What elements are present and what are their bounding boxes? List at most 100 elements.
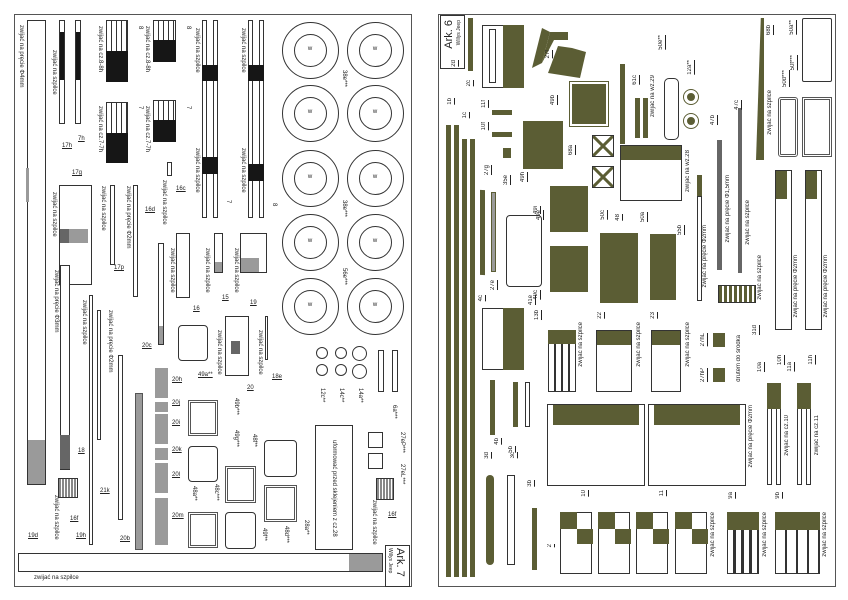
label: 56e*** [341, 268, 347, 286]
label: zwijać na szpilce [240, 28, 246, 73]
label: 10a [757, 362, 763, 373]
part-50f [802, 97, 832, 157]
part-27f [532, 28, 586, 78]
part-2-band [692, 529, 708, 544]
label: 14a** [357, 388, 363, 403]
part-48-band [621, 146, 681, 160]
label: 27eP*** [399, 432, 405, 454]
sheet-title: Ark. 7 [394, 548, 406, 577]
part-50e [664, 78, 679, 140]
label: zwijać na szpilce [745, 200, 751, 245]
part-3b [532, 508, 537, 570]
label: 55b [677, 225, 683, 236]
wheel-mark: w [307, 238, 313, 244]
label: 20j [172, 400, 181, 406]
label: 19 [250, 300, 257, 306]
label: zwijać na szpilce [100, 186, 106, 231]
label: zwijać na cz.7-7h [97, 106, 103, 153]
part-49i [550, 186, 588, 232]
label: zwijać na szpilce [762, 512, 768, 557]
part-1b [446, 125, 451, 577]
label: 68a [568, 145, 574, 156]
part-48f [264, 440, 297, 477]
label: 15 [222, 295, 229, 301]
label: 48a** [191, 486, 197, 501]
label: zwijać na szpilce [194, 28, 200, 73]
part-8-band [106, 51, 128, 82]
label: zwijać na szpilce [767, 90, 773, 135]
label: 12a** [687, 60, 693, 75]
label: 49c [533, 290, 539, 300]
label: 10f [481, 122, 487, 131]
label: zwijać na pręcie Φ1,5mm [725, 175, 731, 243]
part-16d [133, 185, 138, 297]
label: zwijać na szpilce [822, 512, 828, 557]
part-50a [650, 234, 676, 300]
label: zwijać na cz.7-7h [144, 106, 150, 153]
label: 31d [752, 325, 758, 336]
part-20-glue [231, 341, 240, 354]
wheel-mark: w [372, 174, 378, 180]
label: 49b [550, 95, 556, 106]
label: zwijać na szpilce [51, 192, 57, 237]
part-4c [506, 215, 542, 287]
label: zwijać na pręcie Φ3mm [53, 270, 59, 333]
label: zwijać na szpilce [233, 248, 239, 293]
label: 7 [185, 106, 191, 110]
label: zwijać na pręcie Φ2mm [107, 310, 113, 373]
label: 12c** [319, 388, 325, 403]
part-2-band [577, 529, 593, 544]
wheel-mark: w [372, 109, 378, 115]
sheet-title-box: Ark. 6 Willys Jeep [440, 15, 465, 69]
wheel-mark: w [372, 302, 378, 308]
part-7-band [153, 120, 176, 142]
label: 48d*** [283, 526, 289, 544]
part-5b [513, 382, 518, 427]
label: 50a [640, 212, 646, 223]
part-4b [490, 380, 495, 435]
label: 20h [172, 377, 183, 383]
part-20m [155, 498, 168, 545]
part-49e [600, 233, 638, 303]
part-17h-glue [28, 440, 45, 484]
part-20c-glue [159, 326, 163, 344]
part-19d [18, 553, 383, 572]
label: 47c [734, 100, 740, 110]
part-19d-glue [349, 554, 382, 571]
part-68a [592, 135, 614, 157]
part-10a-band [767, 383, 781, 409]
part-27g [480, 189, 485, 276]
part-18-glue [60, 435, 70, 469]
part-mark [26, 168, 29, 202]
label: 50c [600, 210, 606, 220]
label: 2d [451, 60, 457, 67]
label: zwijać na szpilce [710, 512, 716, 557]
label: 6a*** [391, 405, 397, 419]
part-55b [697, 175, 702, 197]
label: 17g [72, 170, 83, 176]
label: 19d [28, 533, 39, 539]
label: 50a** [789, 20, 795, 35]
label: 20b [120, 536, 131, 542]
label: 14c** [338, 388, 344, 403]
part-1b [454, 125, 459, 577]
part-31d [718, 285, 756, 303]
label: 50d*** [782, 70, 788, 88]
label: 20 [247, 385, 254, 391]
part-61c [635, 98, 640, 138]
label: 18e [272, 374, 283, 380]
label: 3d [484, 452, 490, 459]
label: zwijać na cz.8-8h [97, 26, 103, 73]
label: 16f [70, 516, 79, 522]
label: 68b [766, 25, 772, 36]
label: 22 [597, 312, 603, 319]
part-48d [264, 485, 297, 522]
label: 50f*** [790, 55, 796, 71]
label: zwijać na pręcie Φ4mm [18, 25, 24, 88]
part-1c [462, 139, 467, 577]
label: 20c [142, 343, 152, 349]
label: 49h [520, 172, 526, 183]
part-68b [756, 18, 764, 160]
label: 13b [534, 310, 540, 321]
part-13b-band [548, 330, 576, 344]
